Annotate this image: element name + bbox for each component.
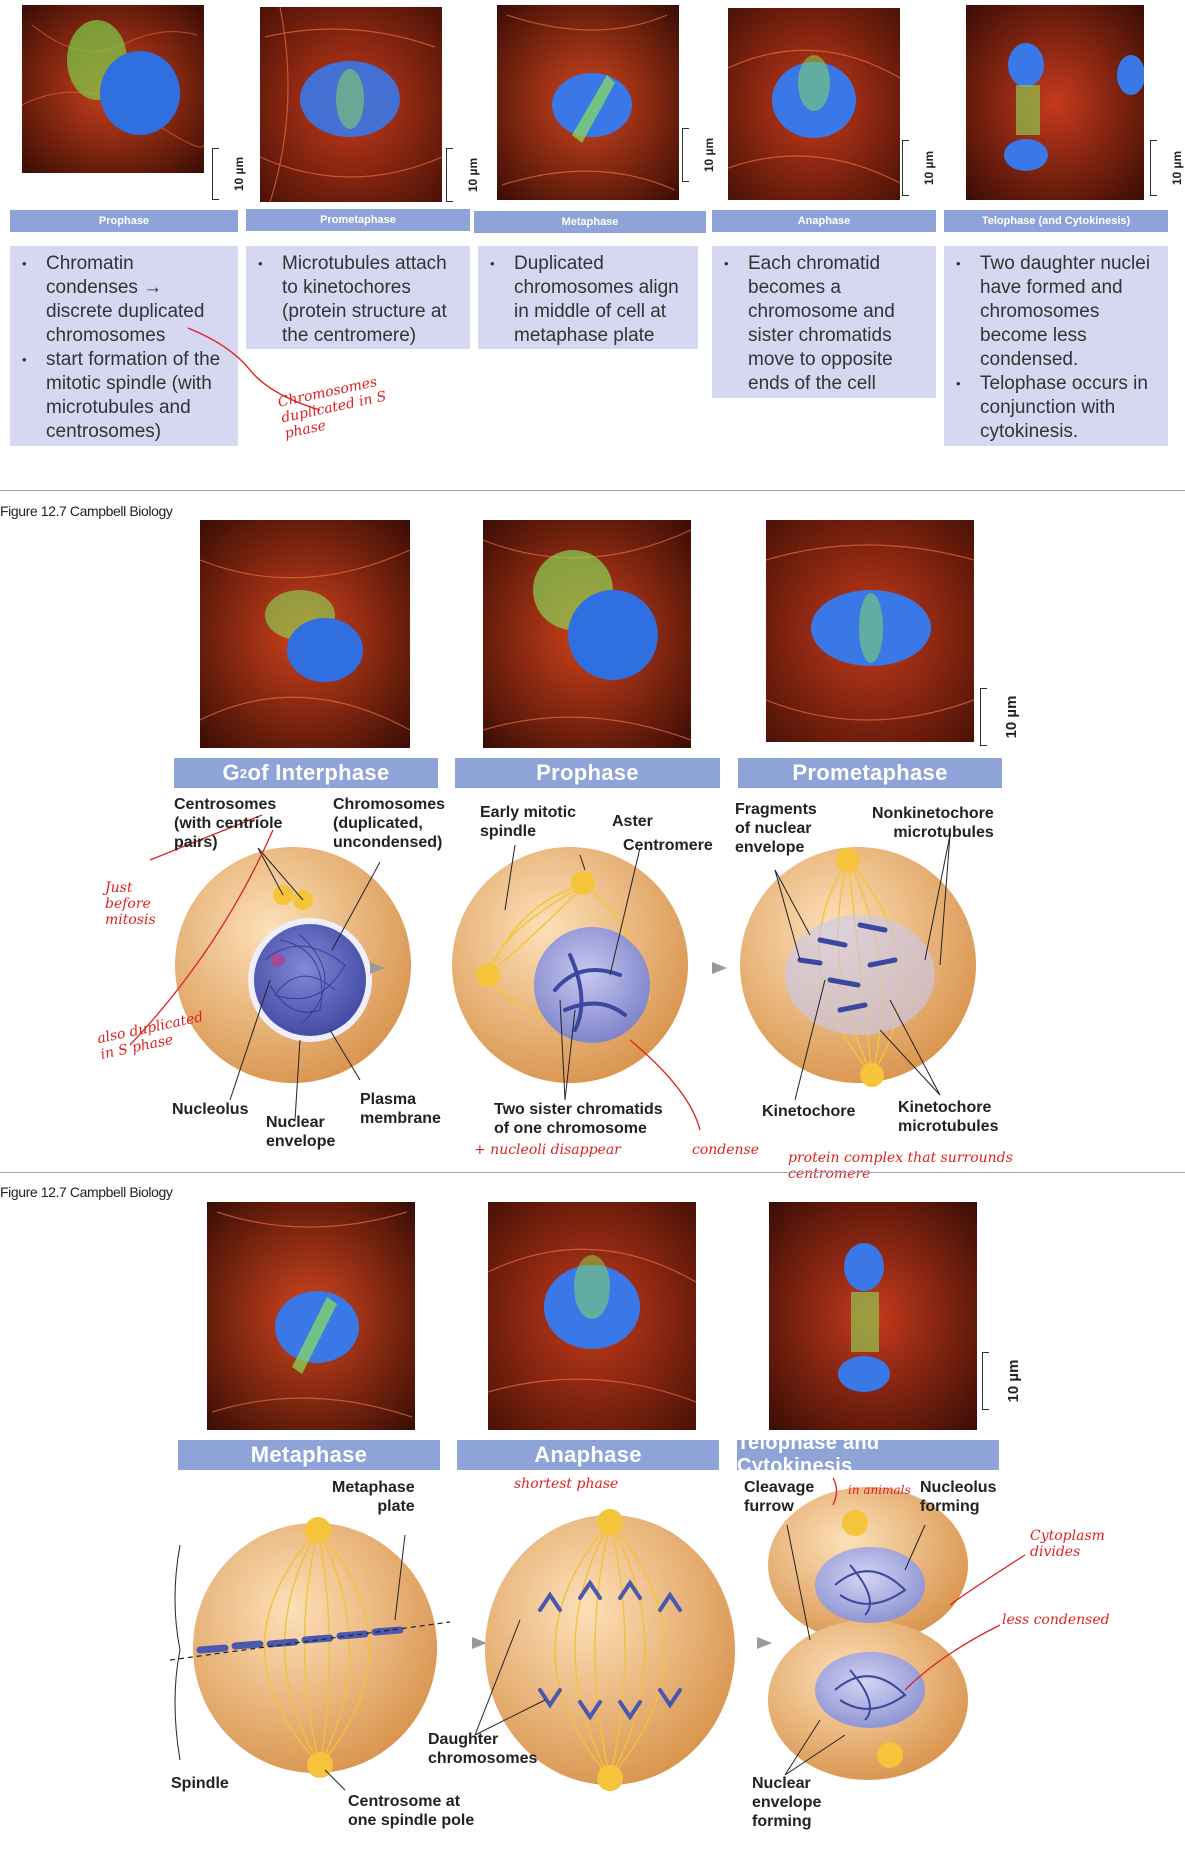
micrograph-g2 xyxy=(200,520,410,748)
scale-bar: 10 µm xyxy=(212,148,246,200)
label-aster: Aster xyxy=(612,813,653,830)
stage-header-prometaphase: Prometaphase xyxy=(246,209,470,231)
bullet: start formation of the mitotic spindle (… xyxy=(22,348,230,444)
label-centrosome-pole: Centrosome at one spindle pole xyxy=(348,1793,475,1829)
scale-bar: 10 µm xyxy=(446,148,480,202)
label-centromere: Centromere xyxy=(623,837,713,854)
handwritten-note: protein complex that surrounds centromer… xyxy=(788,1150,1013,1182)
label-kinetochore: Kinetochore xyxy=(762,1103,856,1120)
micrograph-anaphase-2 xyxy=(488,1202,696,1430)
stage-header-prophase-2: Prophase xyxy=(455,758,720,788)
micrograph-prophase-2 xyxy=(483,520,691,748)
stage-box-anaphase: Each chromatid becomes a chromosome and … xyxy=(712,246,936,398)
stage-header-metaphase-2: Metaphase xyxy=(178,1440,440,1470)
figure-caption: Figure 12.7 Campbell Biology xyxy=(0,503,173,519)
label-kinetochore-mt: Kinetochore microtubules xyxy=(898,1099,999,1135)
stage-header-telophase: Telophase (and Cytokinesis) xyxy=(944,210,1168,232)
stage-header-prophase: Prophase xyxy=(10,210,238,232)
label-daughter-chromosomes: Daughter chromosomes xyxy=(428,1731,538,1767)
label-chromosomes: Chromosomes (duplicated, uncondensed) xyxy=(333,796,446,851)
label-spindle: Spindle xyxy=(171,1775,229,1792)
handwritten-note: + nucleoli disappear xyxy=(474,1142,621,1158)
label-centrosomes: Centrosomes (with centriole pairs) xyxy=(174,796,283,851)
micrograph-prometaphase-2 xyxy=(766,520,974,742)
bullet: Microtubules attach to kinetochores (pro… xyxy=(258,252,462,348)
handwritten-note: Cytoplasm divides xyxy=(1030,1528,1105,1560)
section-divider xyxy=(0,490,1185,491)
micrograph-prometaphase xyxy=(260,7,442,202)
scale-bar: 10 µm xyxy=(980,688,1020,746)
label-nuclear-envelope-forming: Nuclear envelope forming xyxy=(752,1775,822,1830)
label-fragments: Fragments of nuclear envelope xyxy=(735,801,817,856)
stage-header-prometaphase-2: Prometaphase xyxy=(738,758,1002,788)
label-early-spindle: Early mitotic spindle xyxy=(480,804,577,840)
bullet: Chromatin condenses → discrete duplicate… xyxy=(22,252,230,348)
micrograph-telophase xyxy=(966,5,1144,200)
micrograph-metaphase xyxy=(497,5,679,200)
handwritten-note: shortest phase xyxy=(514,1476,619,1492)
scale-bar: 10 µm xyxy=(982,1352,1022,1410)
label-sister-chromatids: Two sister chromatids of one chromosome xyxy=(494,1101,663,1137)
stage-header-metaphase: Metaphase xyxy=(474,211,706,233)
nucleolus-g2 xyxy=(271,953,285,967)
handwritten-note: in animals xyxy=(848,1483,911,1497)
handwritten-note: condense xyxy=(692,1142,760,1158)
stage-header-anaphase: Anaphase xyxy=(712,210,936,232)
bullet: Duplicated chromosomes align in middle o… xyxy=(490,252,690,348)
micrograph-anaphase xyxy=(728,8,900,200)
micrograph-metaphase-2 xyxy=(207,1202,415,1430)
bullet: Each chromatid becomes a chromosome and … xyxy=(724,252,928,396)
micrograph-telophase-2 xyxy=(769,1202,977,1430)
micrograph-prophase xyxy=(22,5,204,173)
label-nonkinetochore: Nonkinetochore microtubules xyxy=(872,805,994,841)
scale-bar: 10 µm xyxy=(902,140,936,196)
label-nucleolus: Nucleolus xyxy=(172,1101,249,1118)
handwritten-note: less condensed xyxy=(1002,1612,1110,1628)
bullet: Telophase occurs in conjunction with cyt… xyxy=(956,372,1160,444)
bullet: Two daughter nuclei have formed and chro… xyxy=(956,252,1160,372)
stage-header-anaphase-2: Anaphase xyxy=(457,1440,719,1470)
label-cleavage-furrow: Cleavage furrow xyxy=(744,1479,815,1515)
label-nucleolus-forming: Nucleolus forming xyxy=(920,1479,997,1515)
scale-bar: 10 µm xyxy=(1150,140,1184,196)
label-metaphase-plate: Metaphase plate xyxy=(332,1479,415,1515)
scale-bar: 10 µm xyxy=(682,128,716,182)
stage-box-metaphase: Duplicated chromosomes align in middle o… xyxy=(478,246,698,349)
handwritten-note: Just before mitosis xyxy=(105,880,156,928)
section-divider xyxy=(0,1172,1185,1173)
figure-caption: Figure 12.7 Campbell Biology xyxy=(0,1184,173,1200)
cell-metaphase-2 xyxy=(193,1523,437,1773)
label-nuclear-envelope: Nuclear envelope xyxy=(266,1114,336,1150)
cell-anaphase-2 xyxy=(485,1515,735,1785)
stage-box-telophase: Two daughter nuclei have formed and chro… xyxy=(944,246,1168,446)
label-plasma-membrane: Plasma membrane xyxy=(360,1091,441,1127)
